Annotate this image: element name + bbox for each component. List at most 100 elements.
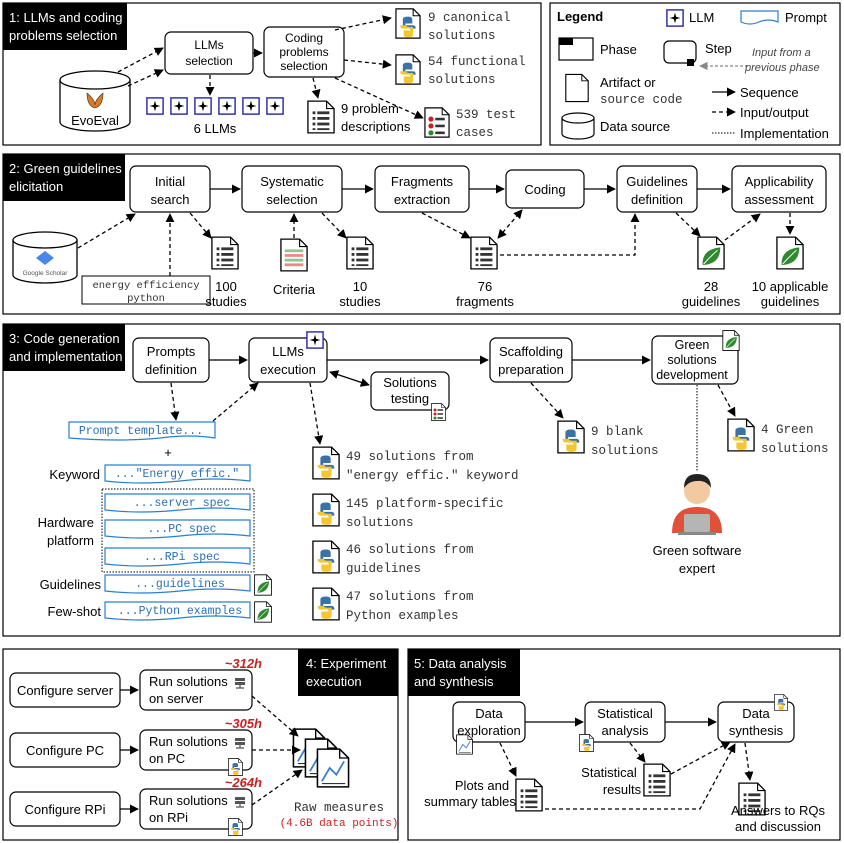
guide10-label-2: guidelines	[761, 294, 820, 309]
sol49-label-2: "energy effic." keyword	[346, 469, 519, 483]
expert-label-2: expert	[679, 561, 716, 576]
llm-icon	[194, 97, 212, 115]
query-artifact	[81, 275, 211, 305]
exploration-label-1: Data	[475, 706, 503, 721]
phase-5-panel: 5: Data analysis and synthesis Data expl…	[407, 648, 841, 841]
python-doc-icon	[727, 418, 755, 452]
green-dev-label-2: solutions	[667, 353, 716, 367]
scaffolding-label-1: Scaffolding	[499, 344, 563, 359]
scaffolding-label-2: preparation	[498, 362, 564, 377]
synthesis-label-1: Data	[742, 706, 770, 721]
cfg-rpi-label: Configure RPi	[25, 802, 106, 817]
python-doc-icon	[312, 493, 340, 527]
tests-label-1: 539 test	[456, 108, 516, 122]
keyword-label: Keyword	[49, 467, 100, 482]
llm-icon	[146, 97, 164, 115]
llm-icon	[306, 331, 324, 349]
python-doc-icon	[312, 587, 340, 621]
answers-label-1: Answers to RQs	[731, 803, 825, 818]
legend-panel: Legend LLM Prompt Phase Step Input from …	[549, 2, 841, 146]
synthesis-label-2: synthesis	[729, 723, 784, 738]
python-doc-icon	[228, 818, 243, 836]
data-points-label: (4.6B data points)	[280, 818, 399, 830]
plots-label-1: Plots and	[455, 778, 509, 793]
applicability-label-2: assessment	[744, 192, 814, 207]
functional-label-1: 54 functional	[428, 55, 526, 69]
legend-artifact-label-1: Artifact or	[600, 75, 656, 90]
frag76-label-1: 76	[478, 279, 492, 294]
document-icon	[643, 763, 671, 797]
applicability-label-1: Applicability	[745, 174, 814, 189]
problems-label-2: descriptions	[341, 119, 411, 134]
sol145-label-1: 145 platform-specific	[346, 497, 504, 511]
phase-2-title-line2: elicitation	[9, 179, 63, 194]
scholar-icon	[36, 251, 54, 265]
sol47-label-1: 47 solutions from	[346, 590, 474, 604]
python-doc-icon	[395, 8, 421, 39]
coding-label: Coding	[524, 182, 565, 197]
legend-llm-label: LLM	[689, 10, 714, 25]
green-solutions-development-step	[651, 335, 739, 385]
phase-3-title-line2: and implementation	[9, 349, 122, 364]
legend-sequence-label: Sequence	[740, 85, 799, 100]
statistical-label-2: analysis	[602, 723, 649, 738]
phase-3-panel: 3: Code generation and implementation Pr…	[2, 323, 841, 637]
chart-doc-icon	[456, 734, 473, 755]
phase-2-panel: 2: Green guidelines elicitation Google S…	[2, 153, 841, 315]
legend-artifact-label-2: source code	[600, 93, 683, 107]
testing-label-1: Solutions	[383, 375, 437, 390]
datasource-symbol	[561, 112, 595, 124]
cfg-server-label: Configure server	[17, 683, 114, 698]
leaf-doc-icon	[697, 236, 725, 270]
guidelines-def-label-2: definition	[631, 192, 683, 207]
hours-pc-label: ~305h	[225, 716, 262, 731]
evoeval-label: EvoEval	[71, 113, 119, 128]
prompts-def-label-2: definition	[145, 362, 197, 377]
prompt-icon	[740, 10, 779, 25]
sol46-label-2: guidelines	[346, 562, 421, 576]
rpi-spec-prompt	[104, 547, 251, 567]
sol145-label-2: solutions	[346, 516, 414, 530]
leaf-doc-icon	[254, 574, 272, 596]
artifact-icon	[565, 73, 589, 103]
legend-impl-label: Implementation	[740, 126, 829, 141]
initial-label-1: Initial	[155, 174, 185, 189]
guidelines-prompt	[104, 574, 251, 594]
laptop-icon	[684, 514, 710, 532]
document-icon	[515, 778, 543, 812]
canonical-label-1: 9 canonical	[428, 11, 511, 25]
hardware-group-outline	[101, 488, 255, 573]
plots-label-2: summary tables	[424, 794, 516, 809]
leaf-doc-icon	[722, 330, 740, 351]
llm-icon	[666, 9, 684, 27]
pc-spec-label: ...PC spec	[147, 523, 216, 536]
studies10-label-2: studies	[339, 294, 381, 309]
llms-exec-label-2: execution	[260, 362, 316, 377]
fragments-label-1: Fragments	[391, 174, 454, 189]
leaf-doc-icon	[776, 236, 804, 270]
llm-icon	[218, 97, 236, 115]
python-doc-icon	[228, 758, 243, 776]
systematic-label-1: Systematic	[260, 174, 324, 189]
fewshot-prompt	[104, 601, 251, 621]
studies100-label-1: 100	[215, 279, 237, 294]
initial-label-2: search	[150, 192, 189, 207]
green-software-expert-person	[672, 474, 722, 535]
pc-spec-prompt	[104, 519, 251, 539]
run-server-step	[139, 669, 253, 711]
python-doc-icon	[557, 420, 585, 454]
sol49-label-1: 49 solutions from	[346, 450, 474, 464]
six-llms-label: 6 LLMs	[194, 121, 237, 136]
llms-selection-label-1: LLMs	[194, 38, 223, 52]
phase-1-title-line2: problems selection	[9, 28, 117, 43]
prompts-def-label-1: Prompts	[147, 344, 196, 359]
coding-problems-selection-step	[263, 26, 345, 78]
hardware-label-1: Hardware	[38, 515, 94, 530]
legend-input-label-2: previous phase	[744, 62, 820, 74]
legend-prompt-label: Prompt	[785, 10, 827, 25]
guide28-label-2: guidelines	[682, 294, 741, 309]
python-doc-icon	[579, 734, 594, 752]
criteria-doc-icon	[280, 238, 308, 272]
test-cases-doc-icon	[431, 403, 446, 421]
